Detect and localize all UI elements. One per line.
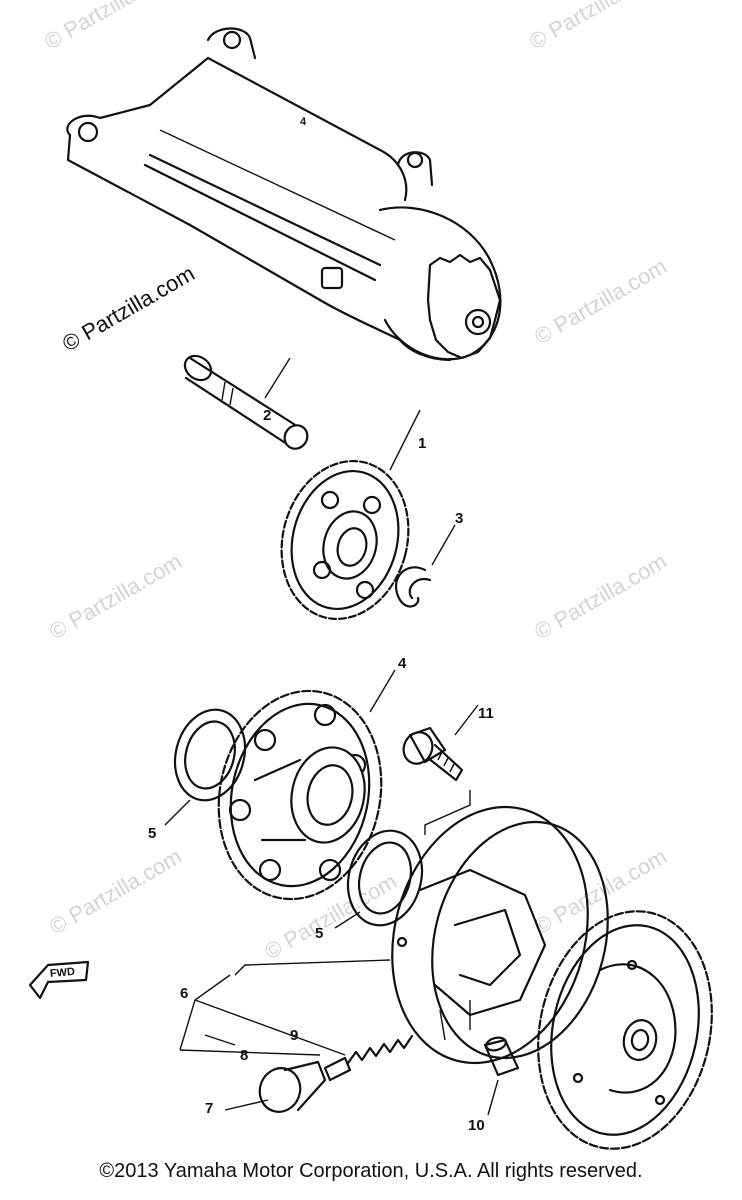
svg-text:4: 4	[300, 116, 307, 128]
watermark-main: © Partzilla.com	[58, 261, 199, 357]
watermark: © Partzilla.com	[40, 0, 181, 54]
callout-label: 5	[315, 925, 323, 942]
callout-label: 6	[180, 985, 188, 1002]
watermark: © Partzilla.com	[530, 254, 671, 350]
part-washer	[334, 829, 424, 929]
watermark: © Partzilla.com	[45, 844, 186, 940]
part-washer	[164, 708, 247, 826]
svg-text:FWD: FWD	[49, 966, 75, 980]
callout-label: 11	[478, 705, 494, 722]
callout-label: 4	[398, 655, 407, 672]
part-circlip	[394, 524, 456, 608]
watermark: © Partzilla.com	[260, 869, 401, 965]
callout-label: 8	[240, 1047, 248, 1064]
watermark: © Partzilla.com	[525, 0, 666, 54]
part-roller-assembly	[179, 974, 414, 1113]
starter-motor: 4	[66, 27, 502, 362]
callout-label: 7	[205, 1100, 213, 1117]
watermark: © Partzilla.com	[45, 549, 186, 645]
callout-label: 2	[263, 407, 271, 424]
part-bolt	[402, 704, 479, 835]
callout-label: 10	[468, 1117, 485, 1134]
part-pin	[483, 1036, 520, 1116]
callout-label: 1	[418, 435, 426, 452]
watermark: © Partzilla.com	[530, 549, 671, 645]
part-starter-gear	[217, 669, 396, 901]
copyright-notice: ©2013 Yamaha Motor Corporation, U.S.A. A…	[99, 1160, 643, 1182]
callout-label: 9	[290, 1027, 298, 1044]
part-idler-gear	[280, 409, 421, 621]
part-ring-gear	[537, 910, 713, 1150]
part-shaft	[183, 354, 309, 450]
callout-label: 5	[148, 825, 156, 842]
fwd-arrow-icon: FWD	[28, 960, 90, 1000]
callout-label: 3	[455, 510, 463, 527]
watermark: © Partzilla.com	[530, 844, 671, 940]
